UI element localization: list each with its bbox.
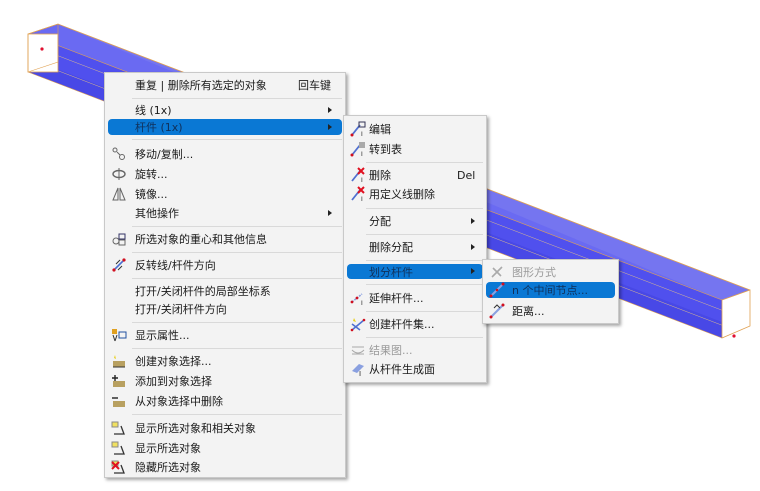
extend-member-icon: I — [350, 293, 363, 306]
go-to-table-icon: I — [350, 142, 365, 157]
menu-item-extend-member[interactable]: I 延伸杆件... — [347, 288, 483, 308]
separator — [132, 278, 342, 279]
menu-item-show-properties[interactable]: 显示属性... — [108, 325, 342, 345]
separator — [366, 284, 483, 285]
delete-icon: I — [351, 167, 365, 183]
chevron-right-icon — [471, 268, 475, 274]
menu-item-remove-from-selection[interactable]: 从对象选择中删除 — [108, 391, 342, 411]
create-member-set-icon — [350, 318, 366, 332]
menu-item-repeat-delete[interactable]: 重复 | 删除所有选定的对象 回车键 — [135, 79, 331, 92]
chevron-right-icon — [471, 218, 475, 224]
menu-item-n-intermediate-nodes[interactable]: n 个中间节点... — [486, 282, 615, 298]
menu-item-surface-from-member[interactable]: I 从杆件生成面 — [347, 359, 483, 379]
shortcut-label: 回车键 — [298, 79, 331, 92]
move-copy-icon — [112, 147, 125, 160]
separator — [366, 162, 483, 163]
separator — [366, 234, 483, 235]
svg-text:I: I — [361, 151, 363, 157]
separator — [366, 260, 483, 261]
menu-item-centroid-info[interactable]: 所选对象的重心和其他信息 — [108, 229, 342, 249]
separator — [132, 226, 342, 227]
menu-item-create-member-set[interactable]: 创建杆件集... — [347, 314, 483, 334]
divide-member-submenu: 图形方式 n 个中间节点... 距离... — [482, 259, 619, 324]
separator — [366, 208, 483, 209]
add-selection-icon — [112, 375, 125, 387]
separator — [366, 311, 483, 312]
properties-icon — [112, 329, 127, 342]
mirror-icon — [112, 187, 126, 201]
chevron-right-icon — [328, 107, 332, 113]
menu-item-delete[interactable]: I 删除 Del — [347, 165, 483, 185]
menu-item-add-to-selection[interactable]: 添加到对象选择 — [108, 371, 342, 391]
remove-selection-icon — [112, 397, 125, 407]
show-related-icon — [111, 421, 125, 435]
menu-item-divide-member[interactable]: 划分杆件 — [347, 264, 483, 279]
reverse-direction-icon — [112, 258, 126, 272]
menu-item-create-selection[interactable]: 创建对象选择... — [108, 351, 342, 371]
create-selection-icon — [113, 355, 125, 368]
menu-item-distance[interactable]: 距离... — [486, 301, 615, 321]
menu-item-rotate[interactable]: 旋转... — [108, 164, 342, 184]
menu-item-toggle-member-direction[interactable]: 打开/关闭杆件方向 — [135, 303, 227, 316]
menu-item-member[interactable]: 杆件 (1x) — [108, 119, 342, 135]
context-menu: 重复 | 删除所有选定的对象 回车键 线 (1x) 杆件 (1x) 移动/复制.… — [104, 72, 346, 478]
menu-item-move-copy[interactable]: 移动/复制... — [108, 144, 342, 164]
menu-item-show-selected[interactable]: 显示所选对象 — [108, 438, 342, 458]
menu-item-reverse-direction[interactable]: 反转线/杆件方向 — [108, 255, 342, 275]
menu-item-line[interactable]: 线 (1x) — [108, 100, 342, 120]
menu-item-hide-selected[interactable]: 隐藏所选对象 — [108, 457, 342, 477]
chevron-right-icon — [328, 124, 332, 130]
separator — [366, 337, 483, 338]
svg-text:I: I — [361, 196, 363, 202]
show-selected-icon — [111, 441, 125, 455]
separator — [132, 348, 342, 349]
chevron-right-icon — [328, 210, 332, 216]
chevron-right-icon — [471, 244, 475, 250]
menu-item-graphical[interactable]: 图形方式 — [486, 262, 615, 282]
menu-item-edit[interactable]: I 编辑 — [347, 119, 483, 139]
menu-item-toggle-local-axes[interactable]: 打开/关闭杆件的局部坐标系 — [135, 285, 271, 298]
surface-from-member-icon: I — [352, 364, 364, 377]
member-submenu: I 编辑 I 转到表 I 删除 Del I 用定义线删除 分配 删除分配 划分杆… — [343, 115, 487, 383]
menu-item-mirror[interactable]: 镜像... — [108, 184, 342, 204]
result-diagram-icon — [351, 346, 365, 355]
centroid-info-icon — [112, 233, 126, 246]
hide-selected-icon — [111, 460, 125, 474]
svg-text:I: I — [361, 300, 363, 306]
menu-item-show-related[interactable]: 显示所选对象和相关对象 — [108, 418, 342, 438]
rotate-icon — [112, 168, 126, 180]
menu-item-result-diagram[interactable]: 结果图... — [347, 340, 483, 360]
separator — [132, 139, 342, 140]
delete-by-line-icon: I — [351, 186, 365, 202]
menu-item-delete-assignment[interactable]: 删除分配 — [347, 237, 483, 257]
svg-text:I: I — [361, 177, 363, 183]
menu-item-other-operations[interactable]: 其他操作 — [108, 203, 342, 223]
separator — [132, 322, 342, 323]
svg-text:I: I — [359, 370, 361, 377]
n-nodes-icon — [489, 282, 505, 298]
graphical-icon — [491, 266, 503, 278]
menu-item-assign[interactable]: 分配 — [347, 211, 483, 231]
svg-text:I: I — [361, 131, 363, 137]
distance-icon — [489, 303, 505, 319]
shortcut-label: Del — [457, 168, 476, 182]
separator — [132, 98, 342, 99]
separator — [132, 414, 342, 415]
menu-item-go-to-table[interactable]: I 转到表 — [347, 139, 483, 159]
edit-member-icon: I — [350, 121, 366, 137]
separator — [132, 252, 342, 253]
menu-item-delete-by-line[interactable]: I 用定义线删除 — [347, 184, 483, 204]
